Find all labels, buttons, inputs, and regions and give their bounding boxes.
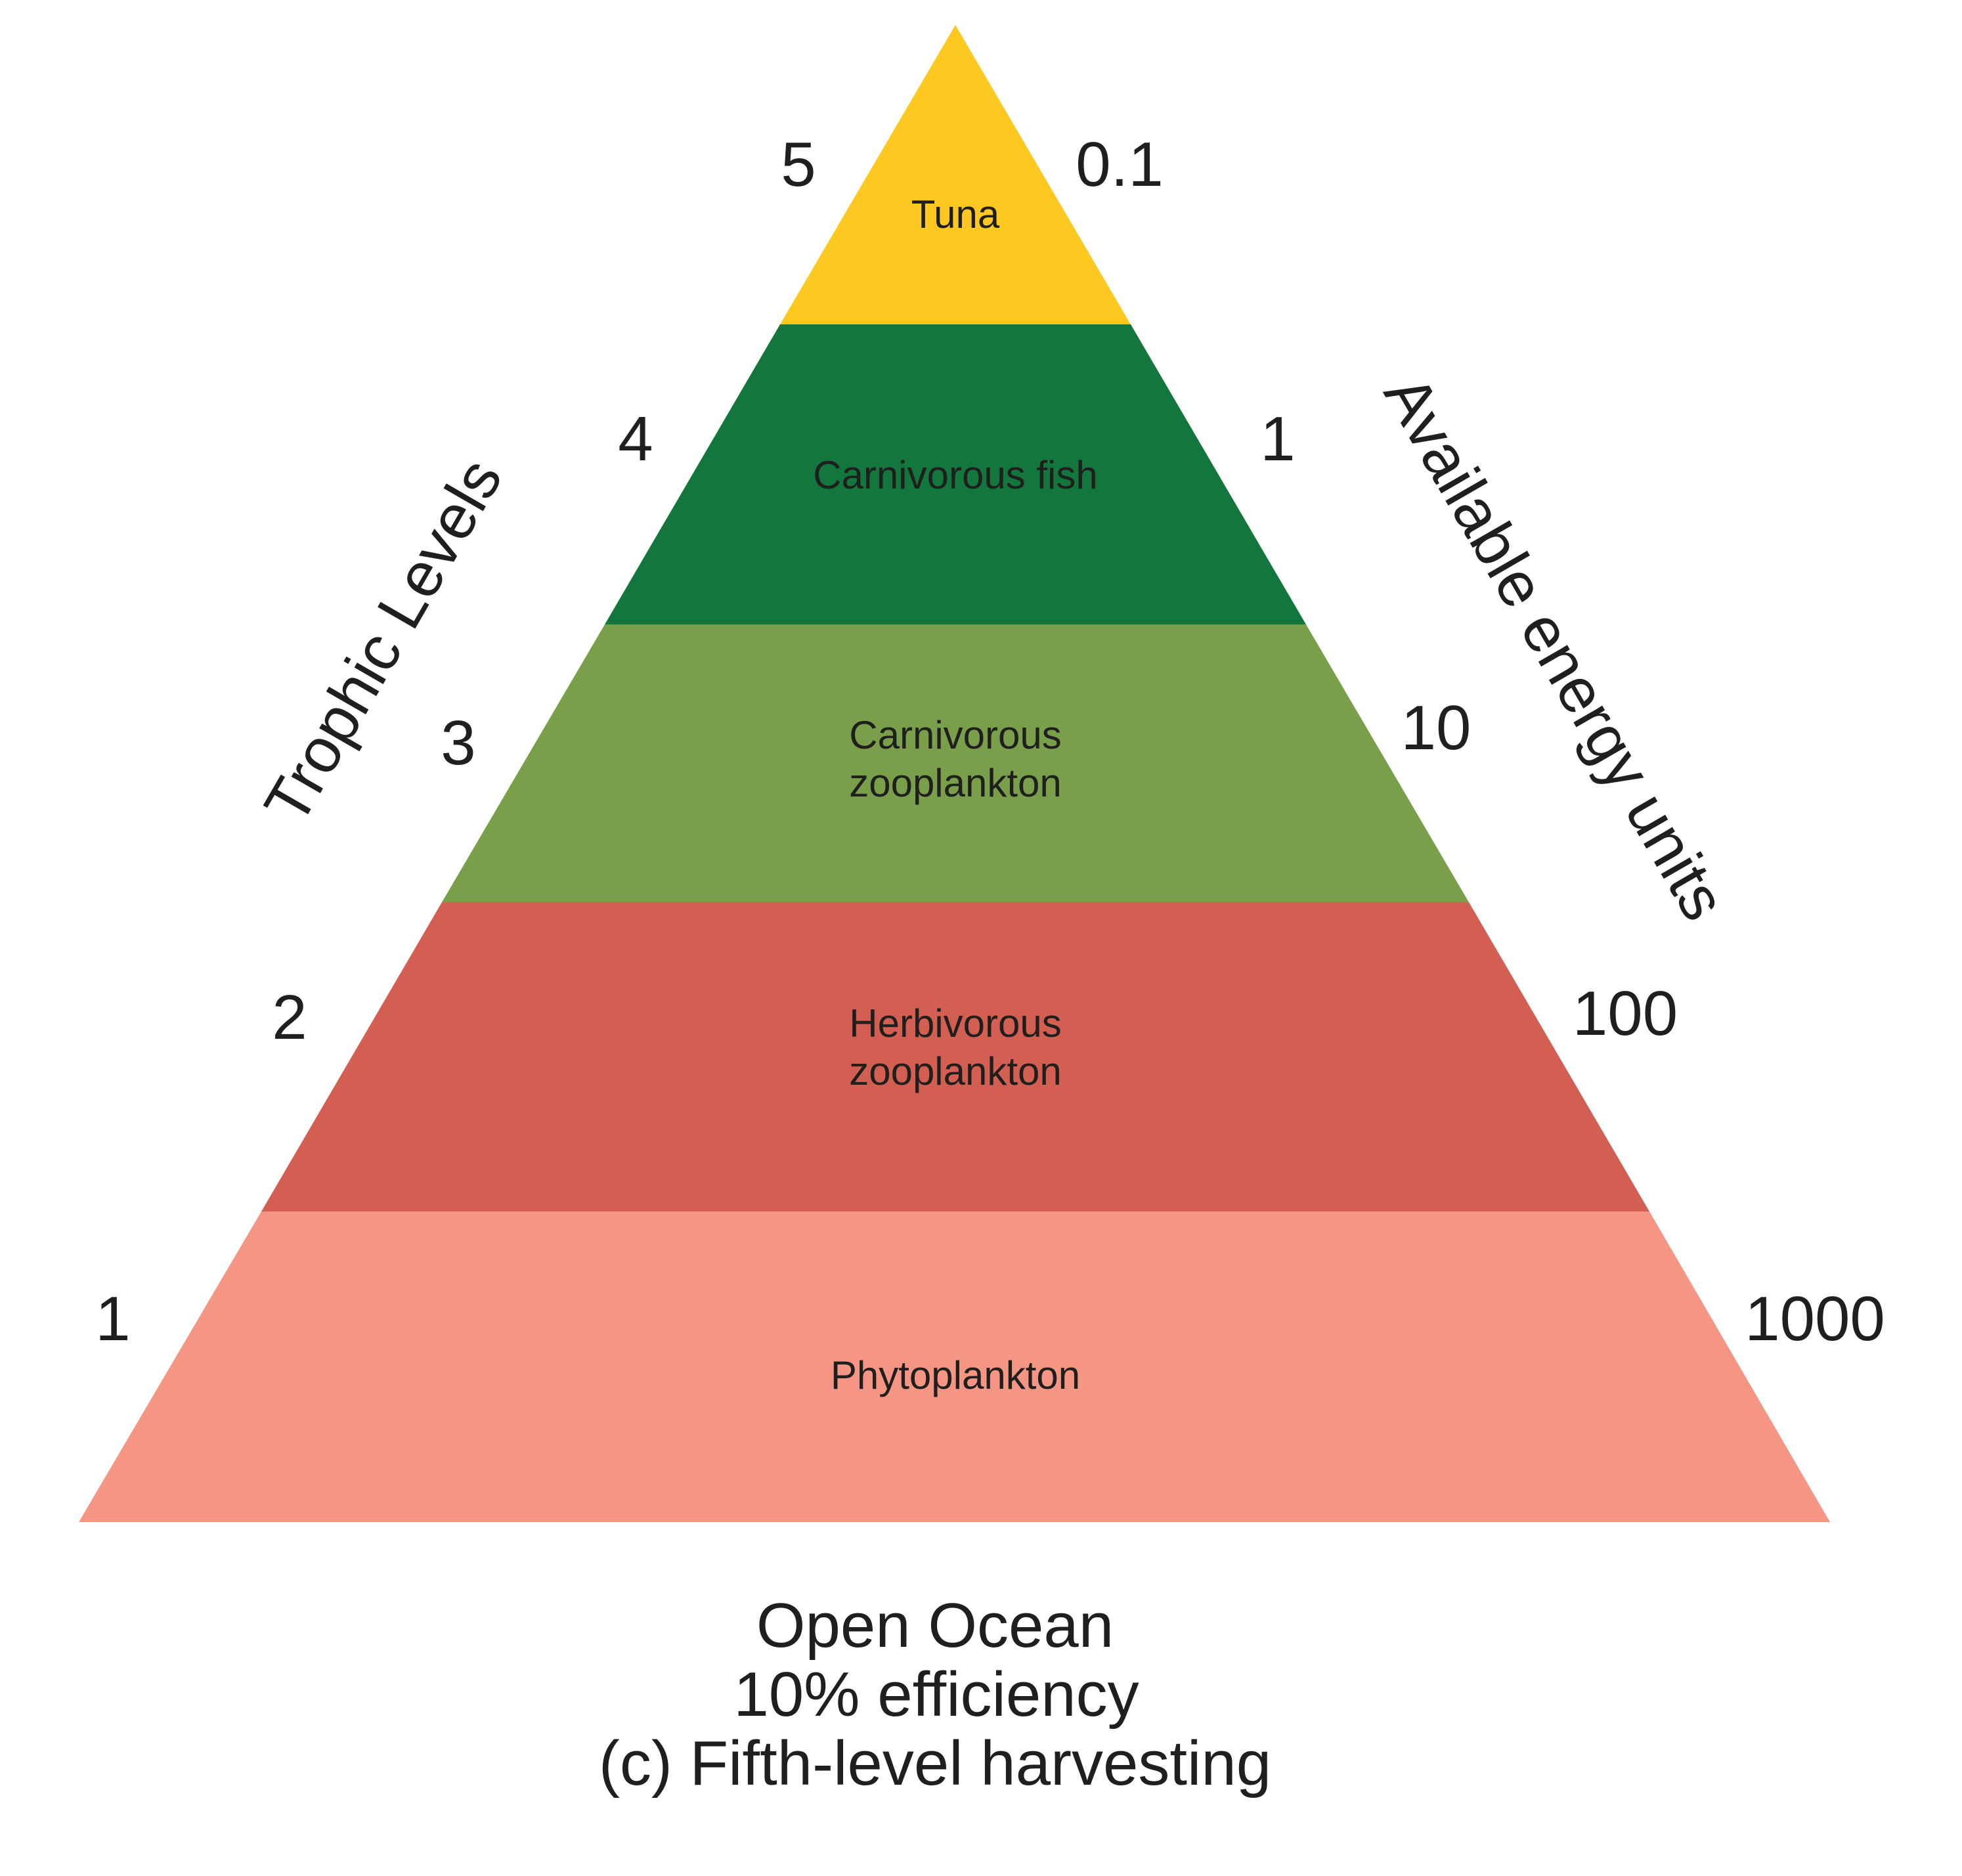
layer-labels: Tuna Carnivorous fish Carnivorous zoopla…	[813, 192, 1098, 1397]
energy-units-carnivorous-fish: 1	[1260, 404, 1295, 474]
trophic-level-numbers: 5 4 3 2 1	[95, 129, 816, 1354]
trophic-level-1: 1	[95, 1284, 130, 1354]
energy-unit-values: 0.1 1 10 100 1000	[1076, 129, 1885, 1354]
energy-units-carnivorous-zooplankton: 10	[1401, 693, 1471, 763]
figure-caption: Open Ocean 10% efficiency (c) Fifth-leve…	[599, 1590, 1271, 1799]
trophic-level-5: 5	[781, 129, 816, 200]
trophic-level-3: 3	[441, 708, 475, 778]
layer-label-herbivorous-zooplankton-line1: Herbivorous	[849, 1001, 1061, 1045]
layer-carnivorous-fish	[605, 324, 1306, 624]
layer-label-tuna: Tuna	[911, 192, 1000, 236]
layer-herbivorous-zooplankton	[261, 902, 1649, 1211]
trophic-level-4: 4	[618, 404, 653, 474]
layer-carnivorous-zooplankton	[442, 624, 1469, 902]
layer-label-carnivorous-zooplankton-line2: zooplankton	[849, 761, 1062, 805]
layer-label-phytoplankton: Phytoplankton	[831, 1353, 1080, 1397]
layer-phytoplankton	[79, 1211, 1830, 1522]
trophic-levels-axis-title: Trophic Levels	[251, 447, 515, 835]
caption-line-1: Open Ocean	[756, 1590, 1114, 1661]
pyramid	[79, 25, 1830, 1522]
layer-label-carnivorous-fish: Carnivorous fish	[813, 453, 1098, 497]
trophic-level-2: 2	[272, 982, 307, 1053]
layer-tuna	[780, 25, 1131, 324]
energy-units-tuna: 0.1	[1076, 129, 1163, 200]
layer-label-herbivorous-zooplankton-line2: zooplankton	[849, 1049, 1062, 1093]
caption-line-3: (c) Fifth-level harvesting	[599, 1728, 1271, 1799]
caption-line-2: 10% efficiency	[733, 1659, 1139, 1730]
energy-units-herbivorous-zooplankton: 100	[1573, 978, 1678, 1049]
energy-units-phytoplankton: 1000	[1745, 1284, 1885, 1354]
layer-label-carnivorous-zooplankton-line1: Carnivorous	[849, 713, 1061, 757]
